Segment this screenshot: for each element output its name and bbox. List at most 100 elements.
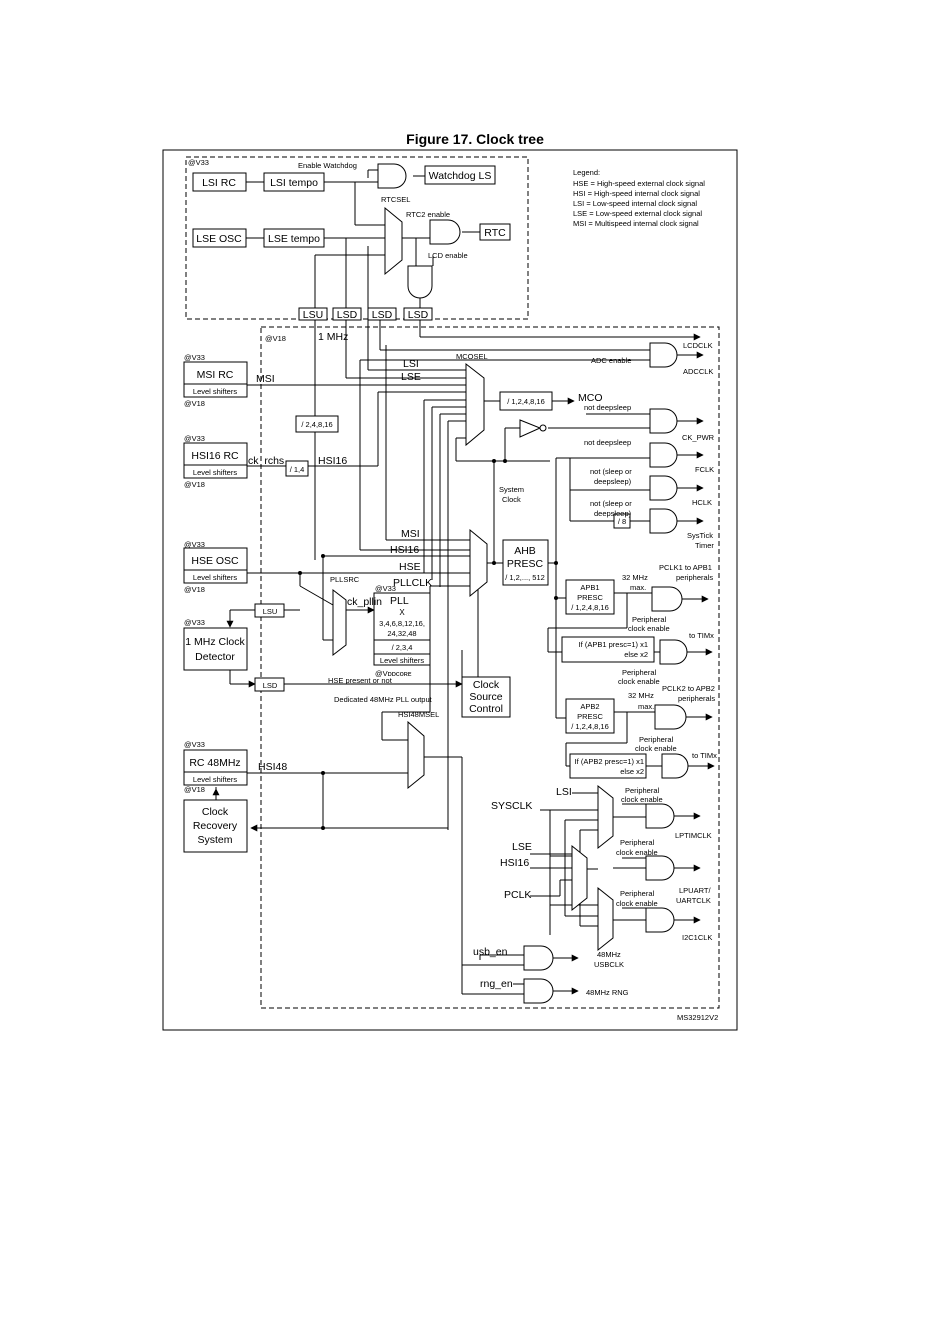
periph-enable-label: Peripheral — [625, 786, 660, 795]
msi-signal-label: MSI — [256, 373, 275, 385]
pllsrc-mux — [332, 588, 347, 657]
clock-detector-label: 1 MHz Clock — [185, 636, 245, 648]
figure-title: Figure 17. Clock tree — [406, 131, 544, 147]
csc-label: Source — [469, 691, 502, 703]
pclk-input-label: PCLK — [504, 889, 531, 901]
v33-label: @V33 — [375, 584, 396, 593]
clock-source-control-block — [461, 676, 511, 718]
pclk2-label: PCLK2 to APB2 — [662, 684, 715, 693]
legend-line: LSI = Low-speed internal clock signal — [573, 199, 697, 208]
msi-input-label: MSI — [401, 528, 420, 540]
lcdclk-label: LCDCLK — [683, 341, 713, 350]
rtc-and-gate — [429, 219, 461, 245]
lsu-label: LSU — [263, 607, 278, 616]
lptim-mux — [597, 784, 614, 850]
systick-label: SysTick — [687, 531, 713, 540]
lsi-rc-label: LSI RC — [202, 177, 236, 189]
lcd-and-gate — [407, 265, 433, 299]
crs-label: Clock — [202, 806, 229, 818]
tim1-and-gate — [659, 639, 688, 665]
rng-out-label: 48MHz RNG — [586, 988, 629, 997]
v18-label: @V18 — [184, 480, 205, 489]
freq-max-label: max. — [638, 702, 654, 711]
i2c1-mux — [597, 886, 614, 952]
pclk1-label: PCLK1 to APB1 — [659, 563, 712, 572]
rtc-block — [479, 223, 511, 241]
pllclk-input-label: PLLCLK — [393, 577, 432, 589]
usbclk-label: USBCLK — [594, 960, 624, 969]
v33-label: @V33 — [184, 540, 205, 549]
dedicated-48-label: Dedicated 48MHz PLL output — [334, 695, 433, 704]
hsi16-signal-label: HSI16 — [318, 455, 347, 467]
periph-enable-label: Peripheral — [620, 889, 655, 898]
watchdog-and-gate — [377, 163, 407, 189]
periph-enable-label: clock enable — [621, 795, 663, 804]
mcosel-label: MCOSEL — [456, 352, 488, 361]
lptimclk-label: LPTIMCLK — [675, 831, 712, 840]
pll-block — [373, 592, 431, 666]
mco-label: MCO — [578, 392, 603, 404]
level-shifters-label: Level shifters — [193, 573, 237, 582]
rng-en-label: rng_en — [480, 978, 513, 990]
pllsrc-label: PLLSRC — [330, 575, 360, 584]
csc-label: Control — [469, 703, 503, 715]
legend-line: HSI = High-speed internal clock signal — [573, 189, 700, 198]
adcclk-label: ADCCLK — [683, 367, 713, 376]
apb1-label: APB1 — [580, 583, 599, 592]
watchdog-block — [424, 165, 496, 185]
rc48-label: RC 48MHz — [189, 757, 240, 769]
apb1-label: PRESC — [577, 593, 603, 602]
hsi16-input-label: HSI16 — [500, 857, 529, 869]
pll-label: PLL — [390, 595, 409, 607]
apb2-label: PRESC — [577, 712, 603, 721]
periph-enable-label: Peripheral — [622, 668, 657, 677]
not-deepsleep-label: not deepsleep — [584, 438, 631, 447]
lse-input-label: LSE — [512, 841, 532, 853]
div-2-4-8-16-label: / 2,4,8,16 — [301, 420, 332, 429]
ahb-label: PRESC — [507, 558, 544, 570]
tim1-label: If (APB1 presc=1) x1 — [579, 640, 648, 649]
ahb-label: / 1,2,..., 512 — [505, 573, 545, 582]
mco-div-block — [499, 391, 553, 411]
tim1-label: else x2 — [624, 650, 648, 659]
level-shifters-label: Level shifters — [380, 656, 424, 665]
lpuart-label: UARTCLK — [676, 896, 711, 905]
one-mhz-label: 1 MHz — [318, 331, 348, 343]
rc48-block — [183, 749, 248, 786]
lcd-enable-label: LCD enable — [428, 251, 468, 260]
lsd-label-2: LSD — [372, 309, 393, 321]
hsi48msel-mux — [407, 720, 425, 790]
low-speed-wires — [246, 169, 701, 560]
adc-and-gate — [649, 342, 678, 368]
ahb-label: AHB — [514, 545, 536, 557]
inverter — [519, 419, 542, 438]
v18-label: @V18 — [184, 785, 205, 794]
systick-label: Timer — [695, 541, 714, 550]
pclk2-label: peripherals — [678, 694, 715, 703]
systick-and-gate — [649, 508, 678, 534]
crs-label: Recovery — [193, 820, 238, 832]
crs-label: System — [197, 834, 232, 846]
hse-osc-block — [183, 547, 248, 584]
adc-enable-label: ADC enable — [591, 356, 631, 365]
ck-pllin-label: ck_pllin — [347, 596, 382, 608]
lsi-tempo-label: LSI tempo — [270, 177, 318, 189]
mcosel-mux — [465, 362, 485, 447]
lse-signal-label: LSE — [401, 371, 421, 383]
tim2-multiplier-block — [569, 753, 647, 779]
periph-enable-label: clock enable — [616, 899, 658, 908]
v18-domain-box — [260, 326, 720, 1009]
hclk-and-gate — [649, 475, 678, 501]
sysclk-label: SYSCLK — [491, 800, 532, 812]
i2c1clk-label: I2C1CLK — [682, 933, 712, 942]
level-shifters-label: Level shifters — [193, 468, 237, 477]
msi-rc-block — [183, 361, 248, 398]
lsd-box-2 — [367, 307, 397, 321]
enable-watchdog-label: Enable Watchdog — [298, 161, 357, 170]
apb2-label: / 1,2,4,8,16 — [571, 722, 609, 731]
tim2-out-label: to TIMx — [692, 751, 717, 760]
legend-line: MSI = Multispeed internal clock signal — [573, 219, 699, 228]
mco-div-label: / 1,2,4,8,16 — [507, 397, 545, 406]
usbclk-label: 48MHz — [597, 950, 621, 959]
